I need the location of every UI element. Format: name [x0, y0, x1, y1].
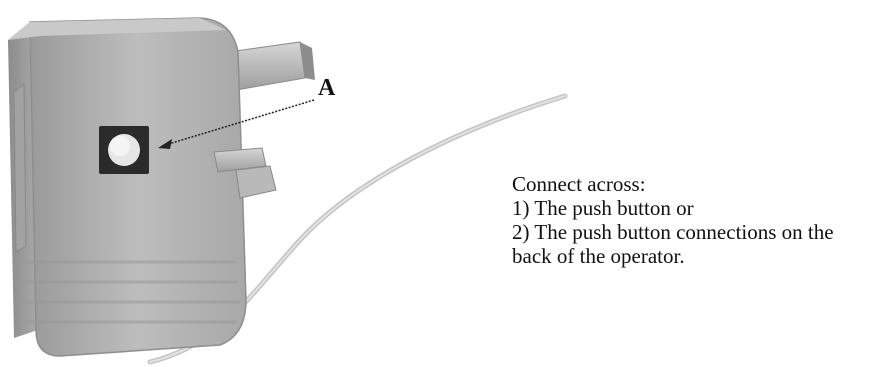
push-button — [99, 126, 149, 174]
instructions-heading: Connect across: — [512, 172, 646, 196]
plug-pin-side — [213, 147, 277, 199]
transformer-body — [8, 17, 247, 357]
instruction-step-2: 2) The push button connections on the — [512, 220, 834, 244]
callout-label-a: A — [318, 75, 336, 101]
callout-arrow — [158, 99, 315, 149]
device-illustration — [8, 17, 568, 365]
connection-instructions: Connect across: 1) The push button or 2)… — [512, 172, 882, 268]
instruction-step-1: 1) The push button or — [512, 196, 694, 220]
instruction-step-2-cont: back of the operator. — [512, 244, 685, 268]
plug-pin-top — [227, 41, 315, 91]
